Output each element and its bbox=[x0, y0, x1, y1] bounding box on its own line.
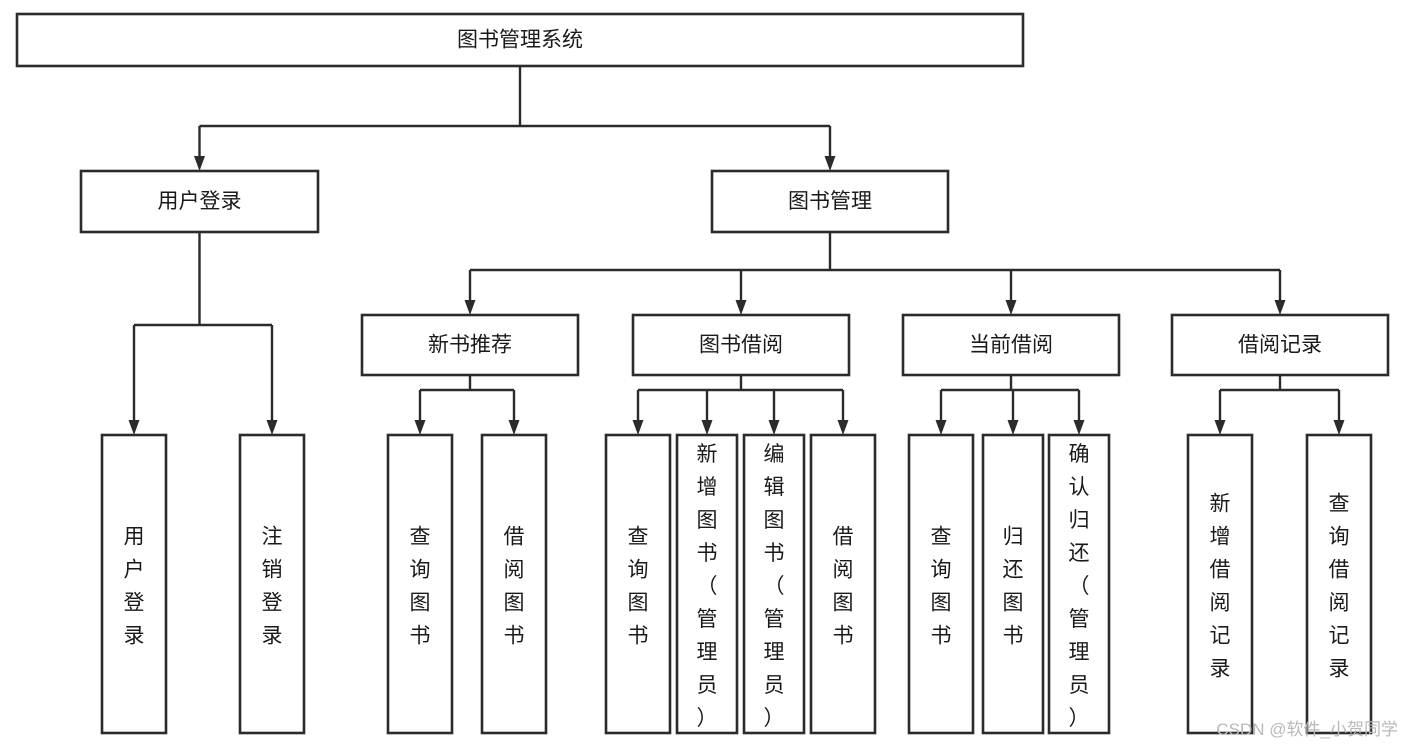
edge-group-l2_2 bbox=[935, 375, 1085, 435]
node-box[interactable] bbox=[480, 433, 548, 735]
node-l1_1[interactable]: 图书管理 bbox=[710, 169, 950, 234]
node-label: 查询图书 bbox=[628, 526, 649, 648]
node-label: 编辑图书（管理员） bbox=[764, 443, 785, 730]
arrow-head-icon bbox=[935, 420, 947, 435]
arrow-head-icon bbox=[837, 420, 849, 435]
arrow-head-icon bbox=[701, 420, 713, 435]
node-label: 图书管理 bbox=[788, 190, 872, 213]
arrow-head-icon bbox=[508, 420, 520, 435]
node-box[interactable] bbox=[901, 313, 1121, 377]
csdn-watermark: CSDN @软件_小贺同学 bbox=[1216, 720, 1398, 739]
node-box[interactable] bbox=[907, 433, 975, 735]
edge-group-l2_0 bbox=[414, 375, 520, 435]
arrow-head-icon bbox=[128, 420, 140, 435]
arrow-head-icon bbox=[1274, 300, 1286, 315]
edge-group-l1_0 bbox=[128, 232, 278, 435]
node-label: 注销登录 bbox=[262, 526, 283, 648]
node-leaf_3[interactable]: 借阅图书 bbox=[480, 433, 548, 735]
arrow-head-icon bbox=[1214, 420, 1226, 435]
arrow-head-icon bbox=[632, 420, 644, 435]
node-leaf_10[interactable]: 确认归还（管理员） bbox=[1047, 433, 1111, 735]
arrow-head-icon bbox=[768, 420, 780, 435]
arrow-head-icon bbox=[1073, 420, 1085, 435]
node-box[interactable] bbox=[1305, 433, 1373, 735]
arrow-head-icon bbox=[266, 420, 278, 435]
node-box[interactable] bbox=[1186, 433, 1254, 735]
node-leaf_9[interactable]: 归还图书 bbox=[981, 433, 1045, 735]
node-label: 借阅图书 bbox=[504, 526, 525, 648]
node-box[interactable] bbox=[631, 313, 851, 377]
node-label: 借阅图书 bbox=[833, 526, 854, 648]
node-l2_0[interactable]: 新书推荐 bbox=[360, 313, 580, 377]
node-box[interactable] bbox=[1047, 433, 1111, 735]
node-box[interactable] bbox=[386, 433, 454, 735]
node-label: 查询图书 bbox=[410, 526, 431, 648]
node-leaf_4[interactable]: 查询图书 bbox=[604, 433, 672, 735]
node-box[interactable] bbox=[79, 169, 320, 234]
node-root[interactable]: 图书管理系统 bbox=[15, 12, 1025, 68]
node-box[interactable] bbox=[809, 433, 877, 735]
node-leaf_0[interactable]: 用户登录 bbox=[100, 433, 168, 735]
node-label: 新增借阅记录 bbox=[1210, 493, 1231, 681]
node-box[interactable] bbox=[981, 433, 1045, 735]
node-label: 借阅记录 bbox=[1238, 334, 1322, 357]
node-leaf_12[interactable]: 查询借阅记录 bbox=[1305, 433, 1373, 735]
node-leaf_5[interactable]: 新增图书（管理员） bbox=[675, 433, 739, 735]
node-box[interactable] bbox=[604, 433, 672, 735]
arrow-head-icon bbox=[194, 156, 205, 171]
node-leaf_11[interactable]: 新增借阅记录 bbox=[1186, 433, 1254, 735]
edge-group-l2_1 bbox=[632, 375, 849, 435]
arrow-head-icon bbox=[414, 420, 426, 435]
arrow-head-icon bbox=[824, 156, 836, 171]
arrow-head-icon bbox=[1007, 420, 1019, 435]
node-label: 确认归还（管理员） bbox=[1069, 443, 1090, 730]
node-box[interactable] bbox=[100, 433, 168, 735]
node-label: 图书借阅 bbox=[699, 334, 783, 357]
node-layer: 图书管理系统用户登录图书管理新书推荐图书借阅当前借阅借阅记录用户登录注销登录查询… bbox=[15, 12, 1390, 735]
node-leaf_7[interactable]: 借阅图书 bbox=[809, 433, 877, 735]
node-label: 当前借阅 bbox=[969, 334, 1053, 357]
node-label: 查询图书 bbox=[931, 526, 952, 648]
node-box[interactable] bbox=[238, 433, 306, 735]
connector-layer bbox=[128, 66, 1345, 435]
node-box[interactable] bbox=[742, 433, 806, 735]
node-leaf_6[interactable]: 编辑图书（管理员） bbox=[742, 433, 806, 735]
node-box[interactable] bbox=[675, 433, 739, 735]
node-label: 新增图书（管理员） bbox=[697, 443, 718, 730]
node-l2_3[interactable]: 借阅记录 bbox=[1170, 313, 1390, 377]
node-label: 图书管理系统 bbox=[457, 29, 583, 52]
node-leaf_8[interactable]: 查询图书 bbox=[907, 433, 975, 735]
node-box[interactable] bbox=[710, 169, 950, 234]
node-l2_1[interactable]: 图书借阅 bbox=[631, 313, 851, 377]
node-box[interactable] bbox=[1170, 313, 1390, 377]
node-label: 归还图书 bbox=[1003, 526, 1024, 648]
arrow-head-icon bbox=[1005, 300, 1017, 315]
node-label: 新书推荐 bbox=[428, 334, 512, 357]
edge-group-l2_3 bbox=[1214, 375, 1345, 435]
arrow-head-icon bbox=[1333, 420, 1345, 435]
edge-group-l1_1 bbox=[464, 232, 1286, 315]
arrow-head-icon bbox=[735, 300, 747, 315]
node-box[interactable] bbox=[360, 313, 580, 377]
node-leaf_2[interactable]: 查询图书 bbox=[386, 433, 454, 735]
node-l2_2[interactable]: 当前借阅 bbox=[901, 313, 1121, 377]
arrow-head-icon bbox=[464, 300, 476, 315]
node-label: 查询借阅记录 bbox=[1329, 493, 1350, 681]
node-box[interactable] bbox=[15, 12, 1025, 68]
node-l1_0[interactable]: 用户登录 bbox=[79, 169, 320, 234]
node-leaf_1[interactable]: 注销登录 bbox=[238, 433, 306, 735]
node-label: 用户登录 bbox=[158, 190, 242, 213]
node-label: 用户登录 bbox=[124, 526, 145, 648]
edge-group-root bbox=[194, 66, 836, 171]
